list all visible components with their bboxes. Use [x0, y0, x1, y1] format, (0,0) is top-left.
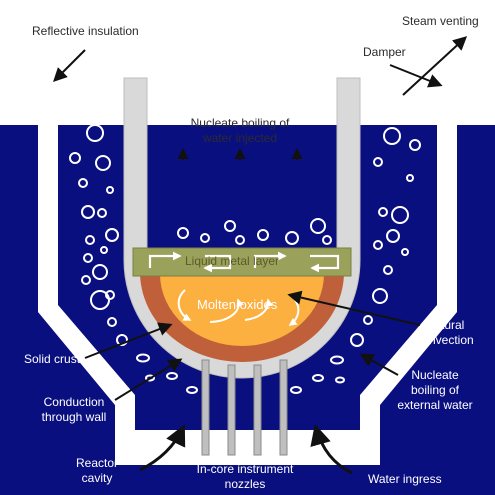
label-reflective-insulation: Reflective insulation: [32, 24, 139, 38]
label-water-ingress: Water ingress: [368, 472, 442, 486]
label-solid-crust: Solid crust: [24, 352, 81, 366]
label-steam-venting: Steam venting: [402, 14, 479, 28]
label-molten-oxides: Molten oxides: [197, 297, 278, 312]
label-liquid-metal-layer: Liquid metal layer: [185, 254, 280, 268]
steam-arrow-icon: [177, 147, 303, 160]
label-damper: Damper: [363, 45, 406, 59]
liquid-metal-layer: [132, 247, 352, 277]
label-nucleate-top: Nucleate boiling of water injected: [190, 116, 290, 145]
injected-water: [145, 160, 337, 260]
label-reactor-cavity: Reactor cavity: [75, 456, 119, 485]
callout-arrow-icon: [53, 36, 468, 475]
bubble-icon: [69, 124, 421, 394]
air-space: [0, 0, 495, 125]
label-nucleate-external: Nucleate boiling of external water: [397, 368, 473, 412]
instrument-nozzles: [201, 359, 288, 456]
convection-arrow-icon: [148, 251, 340, 273]
cavity-water: [135, 395, 360, 430]
molten-oxides: [160, 274, 324, 346]
label-conduction: Conduction through wall: [41, 395, 107, 424]
label-in-core-nozzles: In-core instrument nozzles: [196, 462, 294, 491]
label-natural-convection: Natural convection: [416, 318, 474, 347]
